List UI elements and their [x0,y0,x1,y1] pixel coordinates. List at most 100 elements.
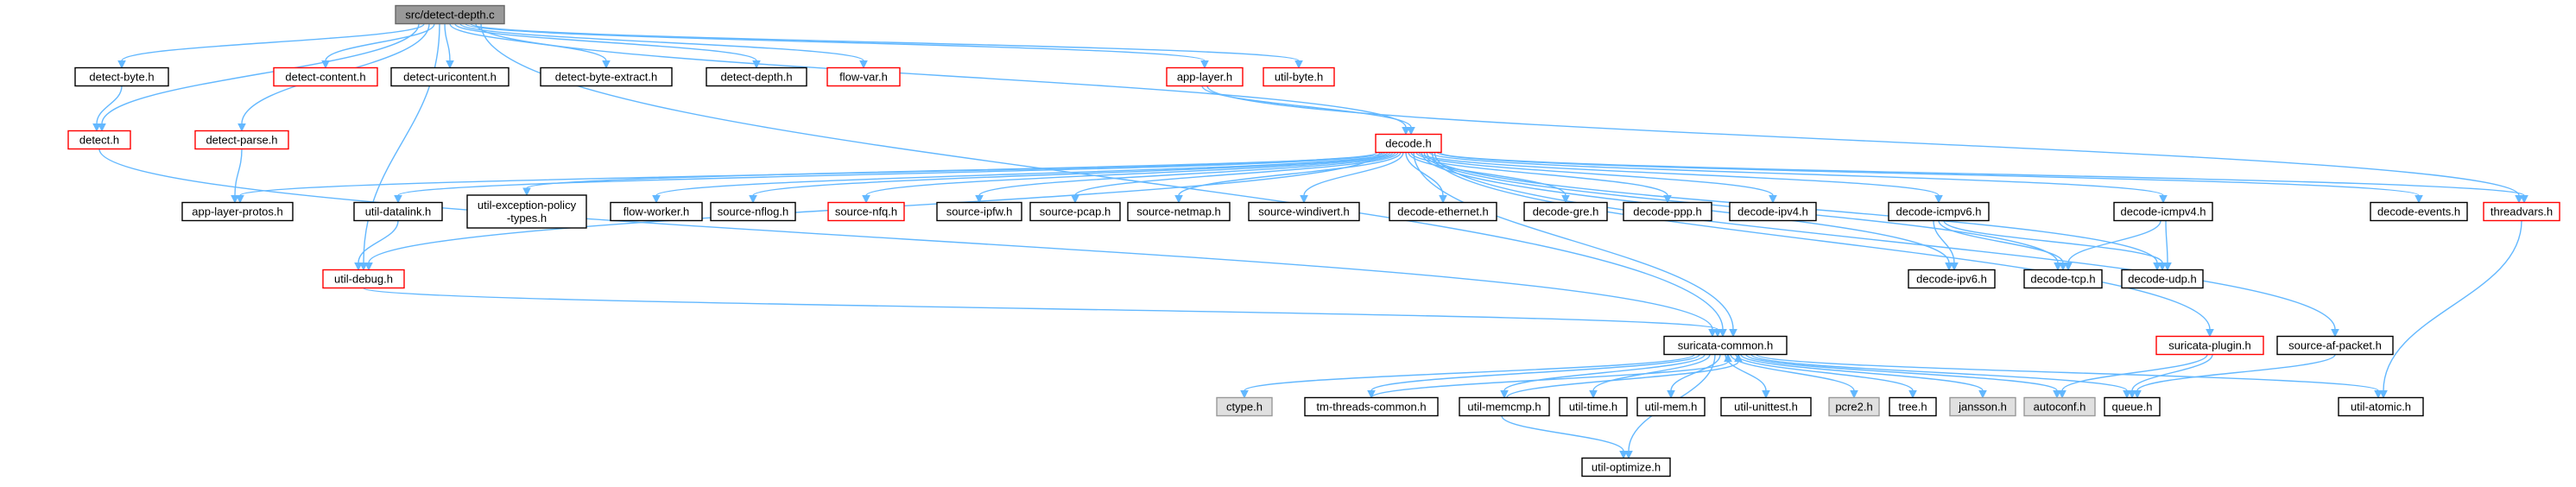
edge-decode-to-suricata-plugin [1431,152,2214,338]
node-decode-icmpv6[interactable]: decode-icmpv6.h [1888,201,1990,222]
node-util-exception-policy-types[interactable]: util-exception-policy-types.h [466,194,587,229]
node-box [390,66,510,87]
node-label: decode.h [1385,137,1432,150]
node-box [1729,201,1817,222]
node-decode-icmpv4[interactable]: decode-icmpv4.h [2113,201,2213,222]
node-flow-worker[interactable]: flow-worker.h [610,201,703,222]
node-tm-threads-common[interactable]: tm-threads-common.h [1304,396,1439,417]
node-label: util-byte.h [1275,71,1323,84]
node-label: decode-icmpv6.h [1896,206,1982,218]
node-source-windivert[interactable]: source-windivert.h [1248,201,1360,222]
node-source-af-packet[interactable]: source-af-packet.h [2276,335,2394,356]
node-util-memcmp[interactable]: util-memcmp.h [1459,396,1550,417]
edge-decode-to-source-nfq [862,151,1394,204]
edge-root-to-util-debug [359,23,440,271]
node-label: suricata-common.h [1678,339,1774,352]
node-box [1166,66,1244,87]
node-app-layer[interactable]: app-layer.h [1166,66,1244,87]
node-box [1459,396,1550,417]
node-box [2276,335,2394,356]
node-threadvars[interactable]: threadvars.h [2483,201,2560,222]
node-label: decode-ppp.h [1633,206,1702,218]
node-tree[interactable]: tree.h [1889,396,1937,417]
node-label: source-netmap.h [1136,206,1221,218]
node-decode-ethernet[interactable]: decode-ethernet.h [1389,201,1497,222]
node-detect[interactable]: detect.h [67,130,131,150]
node-decode-ppp[interactable]: decode-ppp.h [1623,201,1712,222]
node-box [466,194,587,229]
node-label: util-atomic.h [2351,401,2411,414]
node-box [1828,396,1880,417]
edge-decode-to-decode-icmpv4 [1428,151,2168,204]
node-root: src/detect-depth.c [395,4,505,25]
node-util-datalink[interactable]: util-datalink.h [353,201,443,222]
node-source-pcap[interactable]: source-pcap.h [1029,201,1121,222]
edge-suricata-common-to-queue [1750,353,2131,399]
node-suricata-plugin[interactable]: suricata-plugin.h [2155,335,2264,356]
node-label: app-layer.h [1177,71,1232,84]
node-decode-gre[interactable]: decode-gre.h [1523,201,1608,222]
node-label: util-mem.h [1645,401,1698,414]
node-detect-parse[interactable]: detect-parse.h [194,130,289,150]
node-box [1720,396,1812,417]
node-queue[interactable]: queue.h [2104,396,2161,417]
node-suricata-common[interactable]: suricata-common.h [1663,335,1788,356]
edge-decode-icmpv6-to-decode-udp [1943,220,2167,271]
node-detect-content[interactable]: detect-content.h [273,66,378,87]
node-label: decode-ipv6.h [1916,273,1987,286]
node-label: util-debug.h [334,273,393,286]
node-decode-events[interactable]: decode-events.h [2370,201,2468,222]
node-source-nfq[interactable]: source-nfq.h [827,201,905,222]
node-util-unittest[interactable]: util-unittest.h [1720,396,1812,417]
node-app-layer-protos[interactable]: app-layer-protos.h [181,201,294,222]
node-label: autoconf.h [2034,401,2086,414]
edge-decode-to-suricata-common [1413,152,1737,338]
node-label: flow-worker.h [623,206,690,218]
node-util-debug[interactable]: util-debug.h [322,269,405,289]
node-box [2338,396,2424,417]
node-label: decode-gre.h [1533,206,1599,218]
node-util-time[interactable]: util-time.h [1559,396,1628,417]
node-autoconf: autoconf.h [2023,396,2096,417]
node-detect-byte-extract[interactable]: detect-byte-extract.h [540,66,673,87]
edge-suricata-common-to-util-memcmp [1500,354,1706,399]
node-detect-byte[interactable]: detect-byte.h [74,66,169,87]
node-decode-ipv4[interactable]: decode-ipv4.h [1729,201,1817,222]
node-jansson: jansson.h [1949,396,2016,417]
edge-decode-to-app-layer-protos [236,151,1378,204]
node-decode-tcp[interactable]: decode-tcp.h [2023,269,2103,289]
node-box [194,130,289,150]
edge-tm-threads-common-to-suricata-common [1370,353,1732,399]
node-box [706,66,807,87]
node-source-netmap[interactable]: source-netmap.h [1127,201,1231,222]
node-source-ipfw[interactable]: source-ipfw.h [936,201,1022,222]
edge-decode-icmpv6-to-decode-tcp [1938,220,2067,271]
edge-suricata-plugin-to-queue [2128,354,2213,399]
node-flow-var[interactable]: flow-var.h [826,66,901,87]
node-label: detect-depth.h [720,71,792,84]
node-label: jansson.h [1958,401,2007,414]
node-decode-ipv6[interactable]: decode-ipv6.h [1908,269,1996,289]
node-util-optimize[interactable]: util-optimize.h [1581,457,1671,478]
node-decode[interactable]: decode.h [1375,133,1442,154]
node-box [1216,396,1273,417]
node-util-atomic[interactable]: util-atomic.h [2338,396,2424,417]
node-box [395,4,505,25]
node-box [1029,201,1121,222]
edge-decode-to-source-netmap [1174,152,1402,204]
edge-suricata-common-to-tree [1735,354,1917,399]
node-label: util-time.h [1569,401,1617,414]
node-util-byte[interactable]: util-byte.h [1263,66,1335,87]
edge-util-datalink-to-util-debug [354,220,399,271]
node-decode-udp[interactable]: decode-udp.h [2121,269,2204,289]
node-source-nflog[interactable]: source-nflog.h [710,201,796,222]
node-util-mem[interactable]: util-mem.h [1636,396,1706,417]
edge-root-to-detect-byte [117,22,425,69]
edge-decode-icmpv6-to-decode-ipv6 [1933,220,1959,271]
node-box [1636,396,1706,417]
node-label: threadvars.h [2491,206,2553,218]
node-detect-depth[interactable]: detect-depth.h [706,66,807,87]
node-label: detect.h [79,134,119,147]
node-detect-uricontent[interactable]: detect-uricontent.h [390,66,510,87]
